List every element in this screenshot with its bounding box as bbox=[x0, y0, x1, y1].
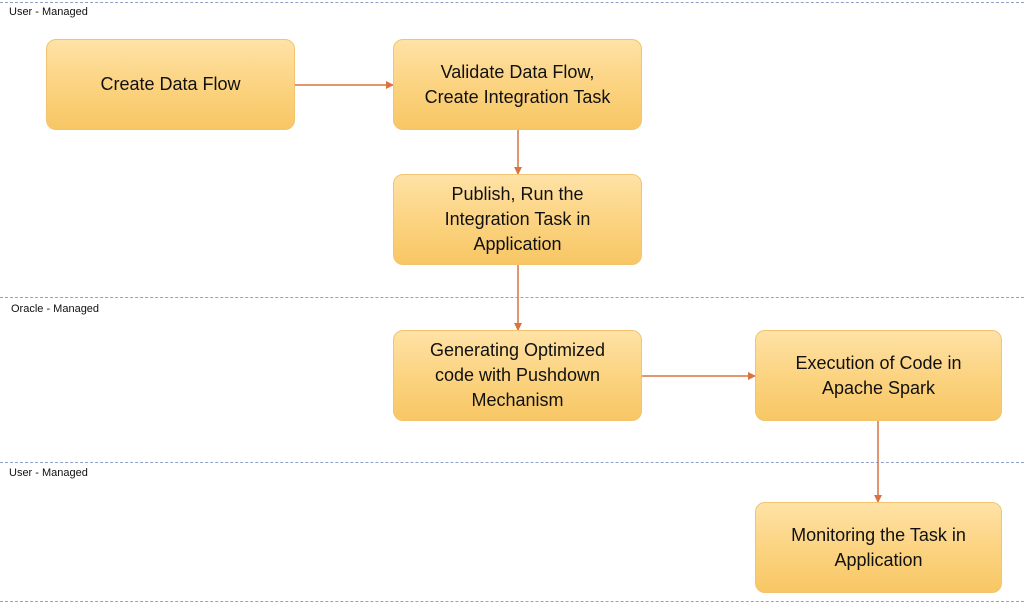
lane-divider-2 bbox=[0, 462, 1024, 463]
lane-divider-1 bbox=[0, 297, 1024, 298]
node-create-data-flow[interactable]: Create Data Flow bbox=[46, 39, 295, 130]
node-publish-run-integration-task[interactable]: Publish, Run the Integration Task in App… bbox=[393, 174, 642, 265]
lane-bottom-border bbox=[0, 601, 1024, 602]
lane-top-border bbox=[0, 2, 1024, 3]
node-validate-data-flow[interactable]: Validate Data Flow, Create Integration T… bbox=[393, 39, 642, 130]
node-execution-apache-spark[interactable]: Execution of Code in Apache Spark bbox=[755, 330, 1002, 421]
lane-label-user-managed-top: User - Managed bbox=[9, 6, 88, 18]
lane-label-oracle-managed: Oracle - Managed bbox=[11, 303, 100, 315]
node-generating-optimized-code[interactable]: Generating Optimized code with Pushdown … bbox=[393, 330, 642, 421]
lane-label-user-managed-bottom: User - Managed bbox=[9, 467, 88, 479]
node-monitoring-task[interactable]: Monitoring the Task in Application bbox=[755, 502, 1002, 593]
